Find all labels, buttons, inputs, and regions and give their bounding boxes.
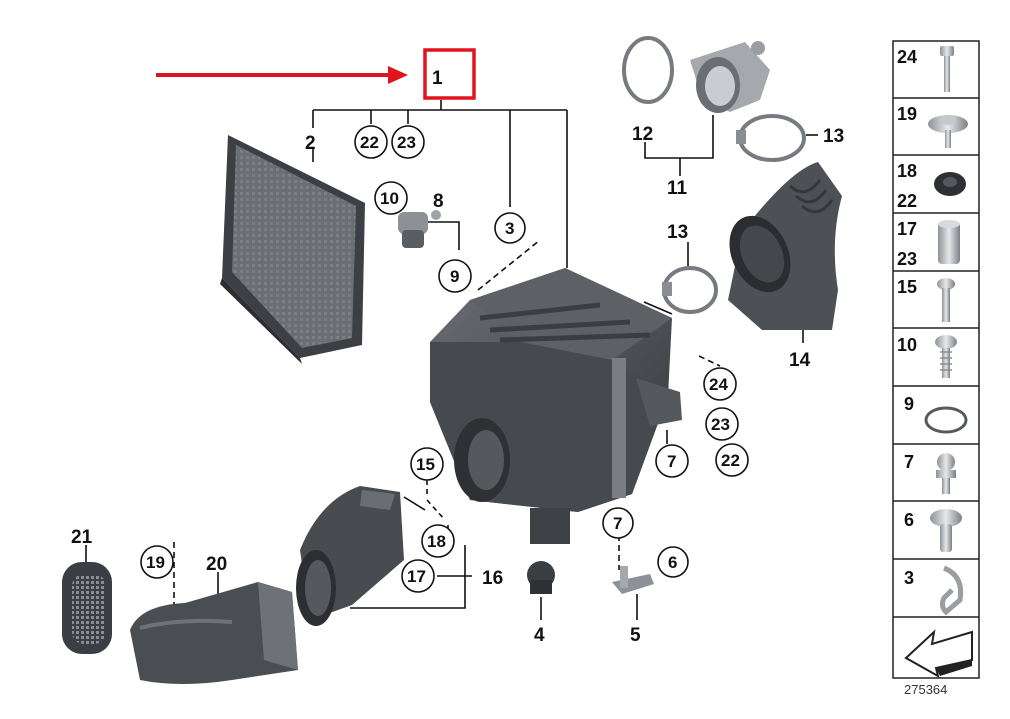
expansion-rivet-icon — [930, 509, 962, 552]
legend-label-18: 18 — [897, 161, 917, 181]
label-8: 8 — [433, 191, 444, 212]
air-filter-element — [220, 135, 365, 364]
screw-icon — [937, 278, 955, 322]
circled-label-text: 22 23 10 3 9 24 23 22 7 15 7 18 17 6 19 — [146, 133, 740, 586]
self-tapping-screw-icon — [935, 335, 957, 378]
legend-label-3: 3 — [904, 568, 914, 588]
hose-clamp-12 — [622, 36, 674, 104]
washer-screw-icon — [928, 115, 968, 148]
label-23-right: 23 — [711, 415, 730, 434]
ball-stud-icon — [936, 453, 956, 494]
label-21: 21 — [71, 527, 93, 548]
label-13-lower: 13 — [667, 222, 688, 243]
air-mass-sensor-housing — [690, 41, 770, 113]
label-2: 2 — [305, 133, 316, 154]
label-11: 11 — [667, 178, 688, 199]
intake-duct-16 — [296, 486, 404, 626]
label-12: 12 — [632, 124, 653, 145]
label-7-upper: 7 — [667, 452, 676, 471]
label-3: 3 — [505, 219, 514, 238]
label-17: 17 — [407, 567, 426, 586]
main-callout-highlight — [423, 48, 476, 100]
label-4: 4 — [534, 625, 545, 646]
o-ring-icon — [924, 406, 968, 434]
legend-label-15: 15 — [897, 277, 917, 297]
label-13-top: 13 — [823, 126, 844, 147]
rubber-mount — [527, 561, 555, 594]
legend-label-24: 24 — [897, 47, 917, 67]
label-10: 10 — [380, 189, 399, 208]
direction-arrow-icon — [904, 629, 973, 679]
spring-clip-icon — [939, 565, 964, 616]
label-23: 23 — [397, 133, 416, 152]
circled-labels — [140, 125, 749, 593]
label-16: 16 — [482, 568, 503, 589]
legend-label-19: 19 — [897, 104, 917, 124]
intake-snorkel — [130, 582, 298, 684]
hose-clamp-13-top — [736, 114, 806, 162]
label-15: 15 — [416, 455, 435, 474]
label-6: 6 — [668, 553, 677, 572]
main-callout-label: 1 — [432, 68, 443, 89]
bracket-5 — [612, 566, 654, 594]
legend-label-23: 23 — [897, 249, 917, 269]
label-5: 5 — [630, 625, 641, 646]
legend-label-22: 22 — [897, 191, 917, 211]
sleeve-icon — [938, 220, 960, 264]
hardware-legend: 24 19 18 22 17 23 15 10 9 7 6 3 — [892, 40, 980, 679]
bolt-icon — [940, 46, 954, 92]
legend-label-10: 10 — [897, 335, 917, 355]
hose-clamp-13-lower — [662, 266, 718, 314]
label-24: 24 — [709, 375, 728, 394]
highlight-arrow — [156, 66, 408, 84]
label-19: 19 — [146, 553, 165, 572]
label-22: 22 — [360, 133, 379, 152]
intake-grille — [62, 562, 112, 654]
label-18: 18 — [427, 532, 446, 551]
label-14: 14 — [789, 350, 811, 371]
intake-temperature-sensor — [398, 210, 441, 248]
legend-label-6: 6 — [904, 510, 914, 530]
label-7-lower: 7 — [613, 514, 622, 533]
intake-bellows — [728, 162, 842, 330]
part-labels: 2 8 12 11 13 13 14 16 20 21 4 5 — [71, 124, 844, 646]
diagram-number: 275364 — [904, 682, 948, 697]
label-9: 9 — [450, 267, 459, 286]
air-filter-housing — [430, 268, 682, 544]
legend-label-17: 17 — [897, 219, 917, 239]
label-20: 20 — [206, 554, 227, 575]
legend-label-7: 7 — [904, 452, 914, 472]
legend-label-9: 9 — [904, 394, 914, 414]
grommet-icon — [934, 172, 966, 196]
label-22-right: 22 — [721, 451, 740, 470]
